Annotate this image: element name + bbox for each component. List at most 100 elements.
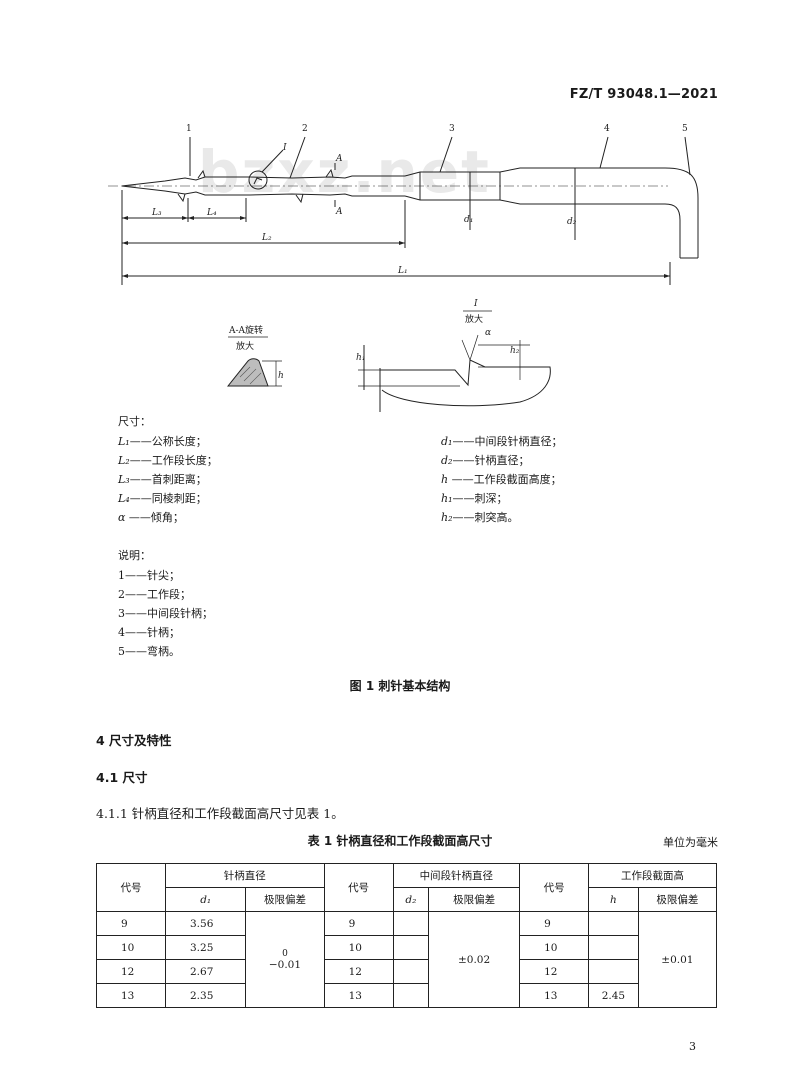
header-tolerance: 极限偏差 (245, 887, 325, 912)
tolerance-lower: −0.01 (268, 958, 302, 971)
table-subheader-row: d₁ 极限偏差 d₂ 极限偏差 h 极限偏差 (97, 887, 718, 912)
legend-item: L₂——工作段长度； (118, 454, 218, 467)
header-tolerance: 极限偏差 (428, 887, 521, 912)
cell: 2.35 (164, 983, 247, 1008)
table-caption: 表 1 针柄直径和工作段截面高尺寸 (307, 834, 493, 848)
detail-dim-h2: h₂ (510, 346, 520, 356)
dimensions-legend-right: d₁——中间段针柄直径； d₂——针柄直径； h ——工作段截面高度； h₁——… (441, 432, 562, 527)
table-row: 10 3.25 10 10 (96, 935, 717, 960)
detail-mark: I (282, 143, 287, 153)
legend-item: L₄——同棱刺距； (118, 492, 207, 505)
header-code: 代号 (323, 863, 394, 912)
cell: 2.45 (588, 983, 639, 1008)
dimension-table: 代号 针柄直径 代号 中间段针柄直径 代号 工作段截面高 d₁ 极限偏差 d₂ … (96, 863, 718, 1008)
table-row: 9 3.56 0 −0.01 9 ±0.02 9 ±0.01 (96, 911, 718, 1008)
section-dim-h: h (278, 371, 284, 381)
table-header-row: 代号 针柄直径 代号 中间段针柄直径 代号 工作段截面高 (96, 863, 717, 912)
section-4-1-heading: 4.1 尺寸 (96, 770, 148, 785)
cell: 3.25 (164, 935, 247, 960)
detail-view-title: I (473, 299, 478, 309)
note-item: 4——针柄； (118, 626, 180, 639)
table-row: 12 2.67 12 12 (96, 959, 717, 984)
detail-dim-alpha: α (485, 328, 491, 338)
section-4-1-1-text: 4.1.1 针柄直径和工作段截面高尺寸见表 1。 (96, 806, 344, 821)
section-view-sub: 放大 (236, 340, 254, 352)
cell (392, 983, 430, 1008)
header-d1: d₁ (164, 887, 247, 912)
standard-code: FZ/T 93048.1—2021 (569, 87, 718, 102)
dimensions-legend-left: L₁——公称长度； L₂——工作段长度； L₃——首刺距离； L₄——同棱刺距；… (118, 432, 218, 527)
detail-profile (380, 359, 551, 407)
note-item: 1——针尖； (118, 569, 180, 582)
notes-legend: 1——针尖； 2——工作段； 3——中间段针柄； 4——针柄； 5——弯柄。 (118, 566, 213, 661)
dim-d1: d₁ (464, 215, 473, 225)
section-triangle (226, 358, 269, 387)
cell: 9 (519, 911, 590, 936)
callout-4: 4 (604, 124, 610, 134)
cell: 12 (323, 959, 394, 984)
note-item: 5——弯柄。 (118, 645, 180, 658)
dim-d2: d₂ (567, 217, 577, 227)
cell (392, 935, 430, 960)
cell (392, 959, 430, 984)
section-mark-top: A (335, 154, 343, 164)
tolerance-cell-2: ±0.02 (428, 911, 521, 1008)
cell: 10 (323, 935, 394, 960)
dim-l1: L₁ (397, 266, 408, 276)
legend-item: d₁——中间段针柄直径； (441, 435, 563, 448)
needle-tip-outline (121, 175, 405, 187)
cell: 10 (519, 935, 590, 960)
cell (588, 911, 639, 936)
note-item: 2——工作段； (118, 588, 191, 601)
callout-2: 2 (302, 124, 308, 134)
legend-item: h₂——刺突高。 (441, 511, 519, 524)
header-shank-diameter: 针柄直径 (165, 863, 325, 888)
cell (588, 935, 639, 960)
legend-item: d₂——针柄直径； (441, 454, 530, 467)
callout-5: 5 (682, 124, 688, 134)
cell (392, 911, 430, 936)
legend-item: L₃——首刺距离； (118, 473, 207, 486)
dim-l4: L₄ (206, 208, 217, 218)
legend-item: h₁——刺深； (441, 492, 508, 505)
cell: 10 (96, 935, 166, 960)
cell: 9 (96, 911, 166, 936)
cell: 13 (323, 983, 394, 1008)
table-unit: 单位为毫米 (663, 836, 718, 849)
tolerance-upper: 0 (282, 948, 288, 959)
header-intermediate-diameter: 中间段针柄直径 (392, 863, 521, 888)
header-tolerance: 极限偏差 (637, 887, 718, 912)
cell: 9 (323, 911, 394, 936)
cell: 13 (96, 983, 166, 1008)
section-mark-bottom: A (335, 207, 343, 217)
tolerance-cell-3: ±0.01 (637, 911, 718, 1008)
detail-view-sub: 放大 (465, 313, 483, 325)
figure-caption: 图 1 刺针基本结构 (349, 679, 451, 693)
legend-item: L₁——公称长度； (118, 435, 207, 448)
legend-item: h ——工作段截面高度； (441, 473, 562, 486)
dimensions-legend-title: 尺寸： (118, 415, 151, 428)
needle-tip-outline-lower (121, 185, 405, 197)
dim-l3: L₃ (151, 208, 162, 218)
tolerance-cell-1: 0 −0.01 (245, 911, 325, 1008)
cell: 12 (519, 959, 590, 984)
table-row: 13 2.35 13 13 2.45 (96, 983, 717, 1008)
needle-figure: 1 2 3 4 5 I A A L₃ L₄ L₂ L₁ d₁ d₂ A-A旋转 … (108, 124, 699, 412)
legend-item: α ——倾角； (118, 511, 184, 524)
header-d2: d₂ (392, 887, 430, 912)
callout-3: 3 (449, 124, 455, 134)
header-code: 代号 (96, 863, 166, 912)
header-section-height: 工作段截面高 (588, 863, 717, 888)
cell: 13 (519, 983, 590, 1008)
detail-dim-h1: h₁ (356, 353, 365, 363)
cell: 2.67 (164, 959, 247, 984)
header-h: h (588, 887, 639, 912)
header-code: 代号 (519, 863, 590, 912)
note-item: 3——中间段针柄； (118, 607, 213, 620)
section-view-title: A-A旋转 (228, 324, 263, 336)
cell (588, 959, 639, 984)
section-4-heading: 4 尺寸及特性 (96, 733, 172, 748)
dim-l2: L₂ (261, 233, 272, 243)
page-number: 3 (689, 1040, 696, 1053)
cell: 12 (96, 959, 166, 984)
